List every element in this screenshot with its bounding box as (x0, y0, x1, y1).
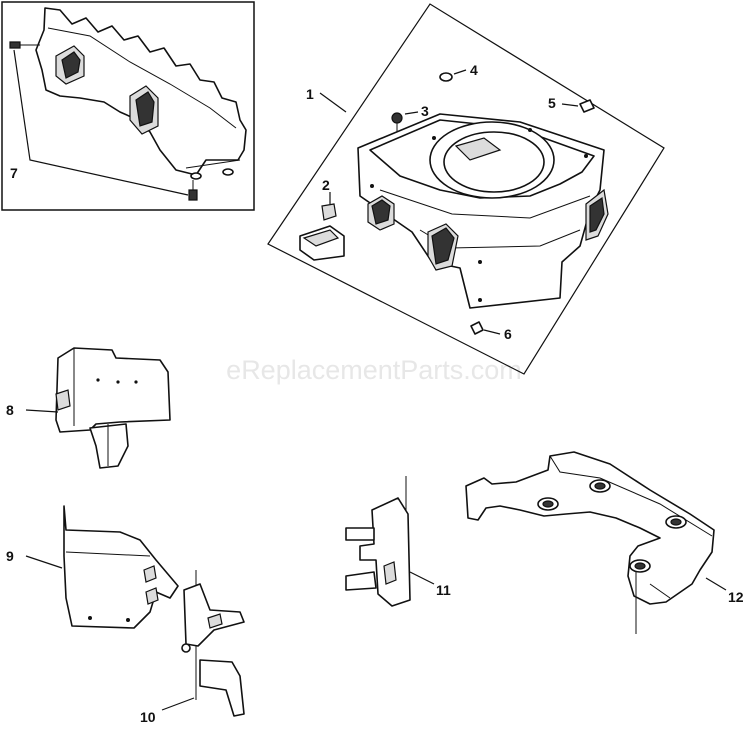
leader-10 (161, 697, 195, 711)
leader-9 (25, 555, 63, 569)
shroud-part-12: 12 (465, 451, 744, 634)
watermark-text: eReplacementParts.com (226, 355, 522, 385)
callout-6: 6 (504, 326, 512, 342)
callout-4: 4 (470, 62, 478, 78)
callout-7: 7 (10, 165, 18, 181)
leader-4 (453, 69, 467, 75)
leader-8 (25, 409, 59, 413)
blower-housing-group: 1 2 3 4 5 6 (267, 3, 665, 375)
bracket-part-11: 11 (345, 476, 451, 607)
callout-11: 11 (436, 582, 451, 598)
inset-panel: 7 (1, 1, 255, 211)
baffle-part-9: 9 (6, 505, 179, 629)
leader-12 (705, 577, 727, 591)
callout-2: 2 (322, 177, 330, 193)
bolt-top-left (9, 41, 40, 49)
callout-3: 3 (421, 103, 429, 119)
screw-part (391, 112, 403, 132)
callout-10: 10 (140, 709, 156, 725)
leader-11 (409, 571, 435, 585)
plug-part (439, 72, 453, 82)
callout-9: 9 (6, 548, 14, 564)
baffle-part-8: 8 (6, 347, 171, 469)
leader-1 (319, 92, 347, 113)
callout-8: 8 (6, 402, 14, 418)
callout-1: 1 (306, 86, 314, 102)
callout-12: 12 (728, 589, 744, 605)
leader-5 (561, 103, 579, 107)
blower-housing-part (357, 113, 609, 309)
group-frame (267, 3, 665, 375)
leader-3 (404, 111, 419, 115)
callout-5: 5 (548, 95, 556, 111)
nut-part (579, 99, 595, 113)
retainer-part (470, 321, 484, 335)
inset-shroud-part (35, 7, 247, 180)
inset-frame (1, 1, 255, 211)
bracket-part-10: 10 (140, 570, 245, 725)
leader-6 (483, 329, 501, 335)
leader-7 (13, 49, 189, 196)
bolt-bottom (188, 180, 198, 201)
clip-part (299, 203, 345, 261)
